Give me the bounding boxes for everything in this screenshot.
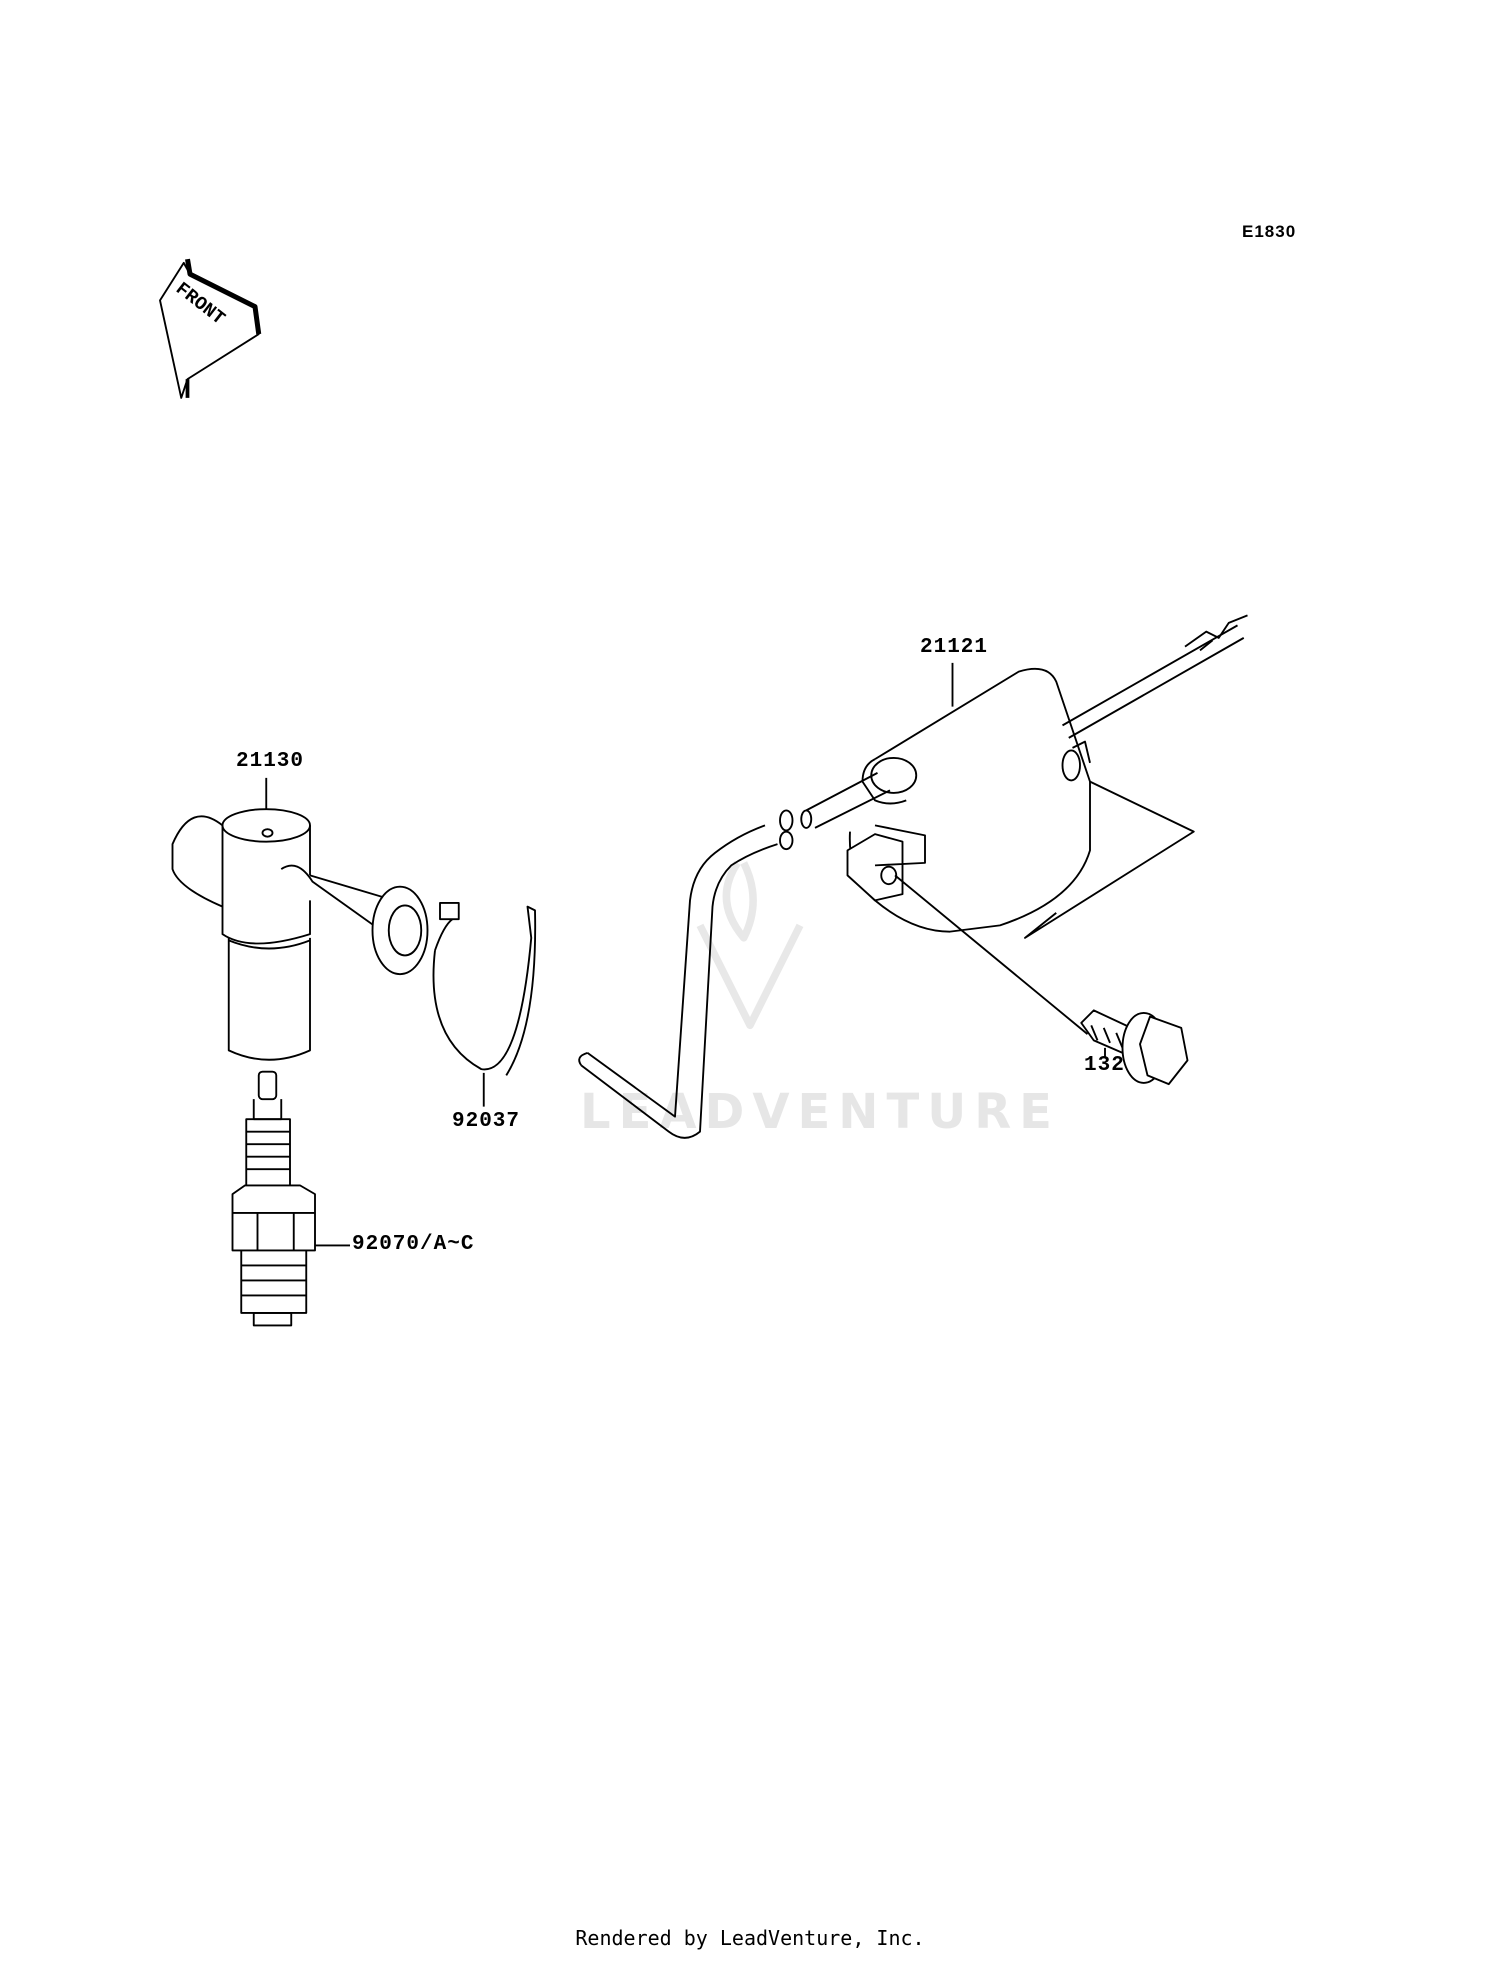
diagram-code: E1830: [1242, 222, 1297, 241]
spark-plug-92070: [231, 1070, 350, 1327]
plug-cap-21130: [171, 777, 429, 1061]
watermark: LEADVENTURE: [580, 1084, 1060, 1140]
part-label-21121[interactable]: 21121: [920, 636, 989, 659]
clamp-92037: [432, 901, 537, 1107]
front-arrow-icon: FRONT: [159, 258, 262, 399]
footer-credit: Rendered by LeadVenture, Inc.: [575, 1926, 925, 1950]
hose: [578, 809, 794, 1139]
ignition-coil-21121: [800, 614, 1248, 1035]
bolt-132: [1080, 1009, 1189, 1086]
part-label-132[interactable]: 132: [1084, 1054, 1125, 1077]
watermark-logo-icon: [696, 860, 804, 1030]
part-label-92037[interactable]: 92037: [452, 1110, 521, 1133]
part-label-21130[interactable]: 21130: [236, 750, 305, 773]
part-label-92070[interactable]: 92070/A~C: [352, 1233, 475, 1256]
